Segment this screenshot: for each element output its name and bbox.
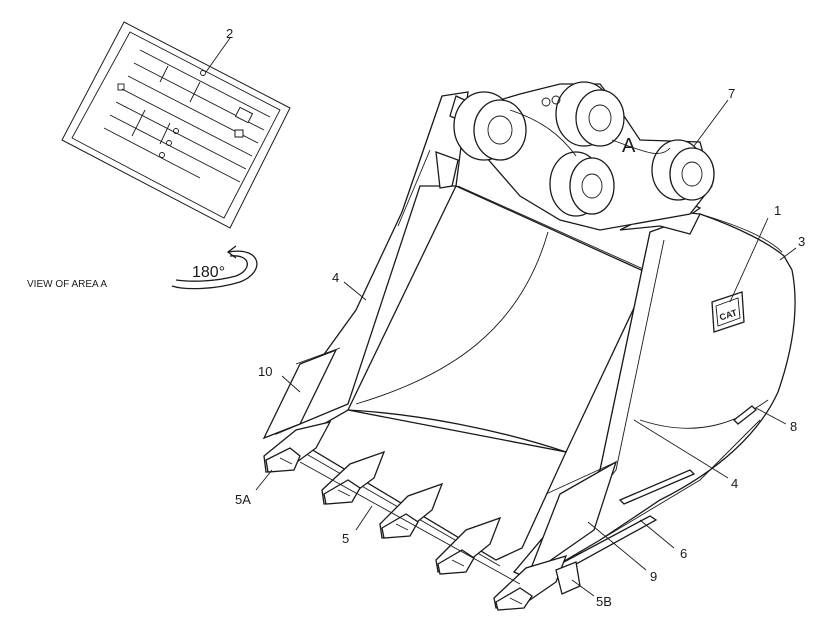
callout-9: 9 bbox=[650, 569, 657, 584]
tooth-2 bbox=[379, 482, 444, 539]
area-a-marker: A bbox=[622, 135, 636, 157]
bucket: CAT bbox=[262, 81, 796, 585]
rotation-arrow-icon bbox=[171, 245, 258, 290]
tooth-3 bbox=[435, 516, 502, 575]
tooth-1 bbox=[321, 450, 386, 505]
callout-5a: 5A bbox=[235, 492, 251, 507]
callout-3: 3 bbox=[798, 234, 805, 249]
callout-4-lower: 4 bbox=[731, 476, 738, 491]
cat-logo-plate bbox=[711, 291, 745, 333]
callout-6: 6 bbox=[680, 546, 687, 561]
tooth-5b bbox=[493, 554, 581, 611]
callout-5b: 5B bbox=[596, 594, 612, 609]
tooth-5a bbox=[263, 421, 332, 473]
callout-7: 7 bbox=[728, 86, 735, 101]
callout-2: 2 bbox=[226, 26, 233, 41]
view-of-area-label: VIEW OF AREA A bbox=[27, 279, 107, 290]
callout-5: 5 bbox=[342, 531, 349, 546]
side-cutter-left bbox=[262, 348, 338, 440]
rotation-label: 180° bbox=[192, 264, 225, 281]
callouts: 2 A 7 1 3 4 10 8 4 6 9 5A 5 5B bbox=[205, 26, 805, 609]
identification-plate bbox=[61, 21, 291, 229]
callout-10: 10 bbox=[258, 364, 272, 379]
callout-8: 8 bbox=[790, 419, 797, 434]
teeth-row bbox=[263, 421, 581, 611]
callout-1: 1 bbox=[774, 203, 781, 218]
callout-4-upper: 4 bbox=[332, 270, 339, 285]
